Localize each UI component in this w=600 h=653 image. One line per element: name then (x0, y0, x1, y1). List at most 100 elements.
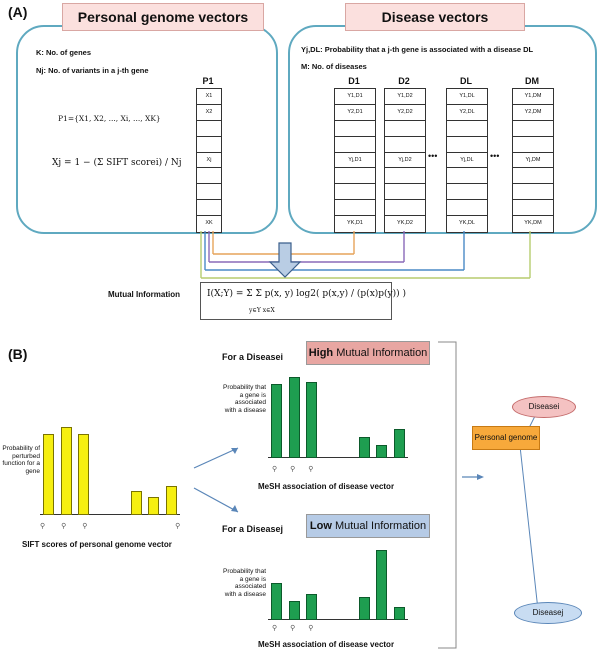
high-mi-bar (393, 429, 405, 458)
sift-caption: SIFT scores of personal genome vector (22, 540, 172, 549)
personal-genome-box (16, 25, 278, 234)
disease-0-cell (335, 184, 375, 201)
p1-header: P1 (202, 76, 214, 86)
high-mi-bar (271, 383, 283, 458)
disease-2-cell (447, 168, 487, 185)
disease-1-cell (385, 168, 425, 185)
disease-1-cell: Yj,D2 (385, 153, 425, 169)
disease-1-cell (385, 121, 425, 137)
low-mi-box: Low Mutual Information (306, 514, 430, 538)
p1-cell: X2 (197, 105, 221, 121)
disease-3-cell: YK,DM (524, 220, 542, 226)
sift-axis (40, 514, 180, 515)
sift-bar (60, 427, 72, 515)
high-mi-bar-chart (268, 365, 408, 458)
low-mi-text: Mutual Information (334, 520, 427, 532)
panel-a-label: (A) (8, 4, 28, 20)
connector-lines (200, 231, 531, 279)
p1-cell (197, 137, 221, 153)
p1-cell (197, 168, 221, 185)
high-mi-bar (306, 381, 318, 458)
personal-genome-node: Personal genome (472, 426, 540, 450)
low-mi-axis (268, 619, 408, 620)
high-mi-bar (288, 377, 300, 458)
sift-magnifiers: ⚲⚲⚲ ⚲ (40, 523, 197, 530)
low-mi-bar (376, 550, 388, 620)
k-definition: K: No. of genes (36, 48, 92, 57)
disease-0-cell (335, 121, 375, 137)
y-definition: Yj,DL: Probability that a j-th gene is a… (301, 45, 534, 54)
disease-j-node: Diseasej (514, 602, 582, 624)
disease-0-cell (335, 137, 375, 153)
low-mi-bar (393, 606, 405, 620)
disease-1-cell (385, 184, 425, 201)
p1-cell: XK (205, 220, 213, 226)
disease-1-cell: Y2,D2 (385, 105, 425, 121)
split-arrows (193, 447, 239, 513)
ellipsis-1: ••• (428, 151, 438, 161)
disease-0-cell: Y1,D1 (335, 89, 375, 105)
low-label: Low (309, 520, 332, 532)
p-vector: P1={X1, X2, ..., Xi, ..., XK} (58, 114, 161, 123)
mi-formula: I(X;Y) = Σ Σ p(x, y) log2( p(x,y) / (p(x… (207, 289, 407, 299)
disease-3-cell (513, 200, 553, 216)
high-mi-axis (268, 457, 408, 458)
d2-header: D2 (398, 76, 410, 86)
ellipsis-2: ••• (490, 151, 500, 161)
sift-bar (165, 486, 177, 515)
low-mi-bar (288, 601, 300, 620)
disease-0-cell: Yj,D1 (335, 153, 375, 169)
high-mi-bar (376, 444, 388, 458)
d1-header: D1 (348, 76, 360, 86)
perturbed-label: Probability of perturbed function for a … (2, 445, 40, 475)
mi-sum-subscripts: y∈Y x∈X (249, 307, 275, 314)
low-mi-bar (358, 597, 370, 620)
disease-2-cell (447, 200, 487, 216)
low-mi-bar (306, 593, 318, 620)
dm-header: DM (525, 76, 539, 86)
disease-3-cell: Y1,DM (513, 89, 553, 105)
p1-cell (197, 200, 221, 216)
disease-i-node: Diseasei (512, 396, 576, 418)
sift-bar (130, 490, 142, 515)
disease-2-cell: Y1,DL (447, 89, 487, 105)
disease-2-cell: Yj,DL (447, 153, 487, 169)
sift-bar (78, 433, 90, 515)
for-disease-j: For a Diseasej (222, 524, 284, 534)
low-magnifiers: ⚲⚲⚲ (272, 625, 327, 632)
disease-0-cell: Y2,D1 (335, 105, 375, 121)
mi-label: Mutual Information (108, 290, 180, 299)
disease-3-cell (513, 168, 553, 185)
high-mi-box: High Mutual Information (306, 341, 430, 365)
disease-3-cell: Y2,DM (513, 105, 553, 121)
high-label: High (308, 347, 334, 359)
mesh-caption-low: MeSH association of disease vector (258, 640, 395, 649)
disease-1-cell (385, 200, 425, 216)
panel-b-label: (B) (8, 346, 28, 362)
low-mi-bar-chart (268, 538, 408, 620)
sift-bar-chart (40, 405, 180, 515)
disease-1-cell: Y1,D2 (385, 89, 425, 105)
m-definition: M: No. of diseases (301, 62, 367, 71)
disease-2-cell (447, 121, 487, 137)
disease-vectors-title: Disease vectors (345, 3, 525, 31)
p1-cell (197, 121, 221, 137)
p1-cell: X1 (197, 89, 221, 105)
xi-formula: Xj = 1 − (Σ SIFT scorei) / Nj (52, 158, 182, 168)
personal-genome-title: Personal genome vectors (62, 3, 264, 31)
disease-2-cell: YK,DL (459, 220, 475, 226)
disease-3-cell (513, 137, 553, 153)
disease-1-cell: YK,D2 (397, 220, 413, 226)
prob-label-low: Probability that a gene is associated wi… (223, 568, 266, 598)
disease-0-cell (335, 168, 375, 185)
disease-1-cell (385, 137, 425, 153)
disease-2-cell (447, 137, 487, 153)
disease-2-cell (447, 184, 487, 201)
disease-3-cell: Yj,DM (513, 153, 553, 169)
disease-2-cell: Y2,DL (447, 105, 487, 121)
prob-label-high: Probability that a gene is associated wi… (223, 384, 266, 414)
